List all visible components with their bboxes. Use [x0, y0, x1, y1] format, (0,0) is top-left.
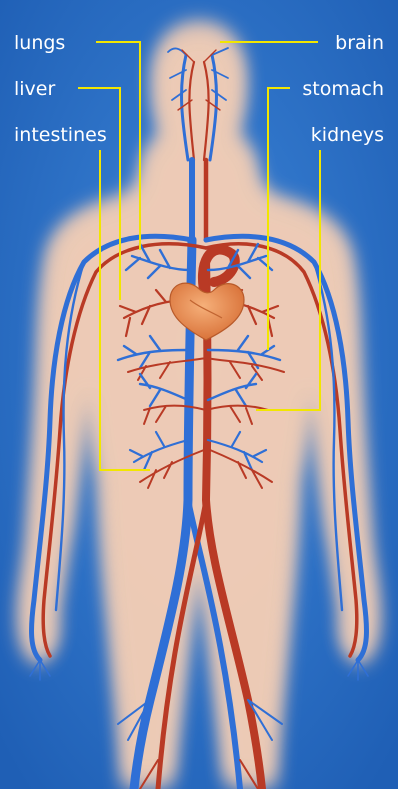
- label-liver: liver: [14, 78, 55, 100]
- label-stomach: stomach: [302, 78, 384, 100]
- label-kidneys: kidneys: [311, 124, 384, 146]
- label-brain: brain: [335, 32, 384, 54]
- label-intestines: intestines: [14, 124, 107, 146]
- label-lungs: lungs: [14, 32, 65, 54]
